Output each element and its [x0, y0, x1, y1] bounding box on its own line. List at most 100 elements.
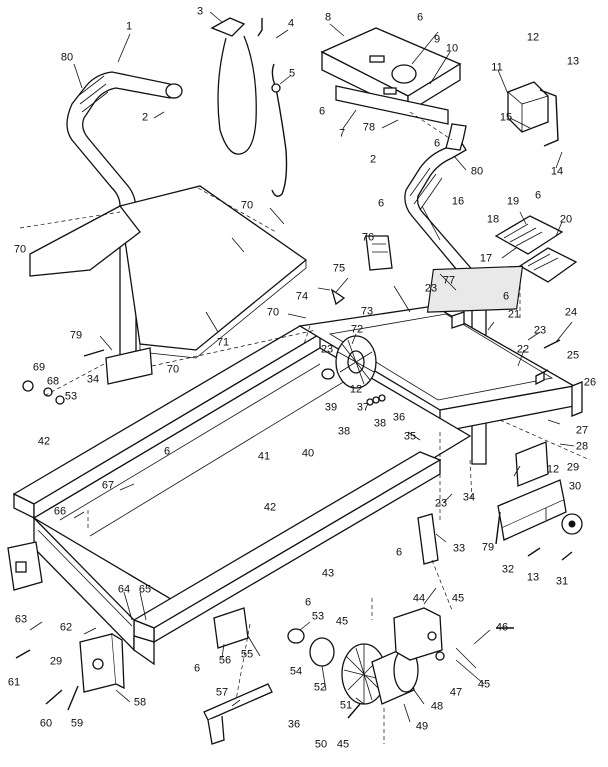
- callout-79b: 79: [481, 541, 495, 554]
- callout-34b: 34: [462, 491, 476, 504]
- callout-64: 64: [117, 583, 131, 596]
- leader-lines: [43, 111, 591, 744]
- callout-6c: 6: [433, 137, 441, 150]
- callout-71: 71: [216, 336, 230, 349]
- callout-45a: 45: [451, 592, 465, 605]
- callout-23d: 23: [434, 497, 448, 510]
- callout-1: 1: [125, 20, 133, 33]
- console: [320, 27, 462, 125]
- callout-47: 47: [449, 686, 463, 699]
- callout-23a: 23: [424, 282, 438, 295]
- callout-78: 78: [362, 121, 376, 134]
- callout-34a: 34: [86, 373, 100, 386]
- callout-pointers: [29, 11, 575, 723]
- callout-77: 77: [442, 274, 456, 287]
- callout-6d: 6: [377, 197, 385, 210]
- callout-3: 3: [196, 5, 204, 18]
- callout-68: 68: [46, 375, 60, 388]
- callout-10: 10: [445, 42, 459, 55]
- callout-80b: 80: [470, 165, 484, 178]
- drive-motor: [341, 607, 445, 705]
- callout-27: 27: [575, 424, 589, 437]
- callout-41: 41: [257, 450, 271, 463]
- callout-24: 24: [564, 306, 578, 319]
- callout-74: 74: [295, 290, 309, 303]
- callout-11: 11: [491, 61, 503, 74]
- callout-19: 19: [506, 195, 520, 208]
- callout-6b: 6: [318, 105, 326, 118]
- callout-52: 52: [313, 681, 327, 694]
- callout-38a: 38: [337, 425, 351, 438]
- callout-70a: 70: [240, 199, 254, 212]
- rear-foot: [497, 441, 583, 541]
- callout-45c: 45: [477, 678, 491, 691]
- callout-6j: 6: [193, 662, 201, 675]
- callout-75: 75: [332, 262, 346, 275]
- fasteners: [15, 288, 583, 719]
- boards: [494, 215, 578, 283]
- callout-42b: 42: [263, 501, 277, 514]
- end-caps: [7, 541, 125, 693]
- callout-6h: 6: [395, 546, 403, 559]
- callout-33: 33: [452, 542, 466, 555]
- callout-45d: 45: [336, 738, 350, 751]
- callout-65: 65: [138, 583, 152, 596]
- callout-56: 56: [218, 654, 232, 667]
- callout-6e: 6: [534, 189, 542, 202]
- callout-26: 26: [583, 376, 597, 389]
- callout-42a: 42: [37, 435, 51, 448]
- callout-46: 46: [495, 621, 509, 634]
- callout-39: 39: [324, 401, 338, 414]
- callout-36a: 36: [392, 411, 406, 424]
- callout-70d: 70: [166, 363, 180, 376]
- callout-23b: 23: [533, 324, 547, 337]
- callout-54: 54: [289, 665, 303, 678]
- callout-21: 21: [507, 308, 521, 321]
- callout-28: 28: [575, 440, 589, 453]
- callout-16: 16: [451, 195, 465, 208]
- callout-12b: 12: [349, 383, 363, 396]
- callout-67: 67: [101, 479, 115, 492]
- callout-43: 43: [321, 567, 335, 580]
- callout-20: 20: [559, 213, 573, 226]
- callout-12a: 12: [526, 31, 540, 44]
- callout-55: 55: [240, 648, 254, 661]
- callout-5: 5: [288, 67, 296, 80]
- callout-32: 32: [501, 563, 515, 576]
- callout-66: 66: [53, 505, 67, 518]
- callout-76: 76: [361, 231, 375, 244]
- callout-51: 51: [339, 699, 353, 712]
- callout-70c: 70: [266, 306, 280, 319]
- callout-72: 72: [350, 323, 364, 336]
- callout-13b: 13: [526, 571, 540, 584]
- callout-4: 4: [287, 17, 295, 30]
- callout-48: 48: [430, 700, 444, 713]
- roller-parts: [203, 607, 335, 745]
- callout-23c: 23: [320, 343, 334, 356]
- callout-35: 35: [403, 430, 417, 443]
- callout-69: 69: [32, 361, 46, 374]
- callout-70b: 70: [13, 243, 27, 256]
- callout-37: 37: [356, 401, 370, 414]
- callout-6g: 6: [163, 445, 171, 458]
- callout-12c: 12: [546, 463, 560, 476]
- deck-cover: [19, 185, 308, 359]
- callout-73: 73: [360, 305, 374, 318]
- callout-57: 57: [215, 686, 229, 699]
- callout-61: 61: [7, 676, 21, 689]
- callout-25: 25: [566, 349, 580, 362]
- bracket-76: [365, 235, 393, 271]
- callout-40: 40: [301, 447, 315, 460]
- callout-2a: 2: [141, 111, 149, 124]
- callout-18: 18: [486, 213, 500, 226]
- treadmill-frame: [12, 265, 576, 666]
- callout-59: 59: [70, 717, 84, 730]
- callout-58: 58: [133, 696, 147, 709]
- tether-loop: [210, 17, 288, 197]
- callout-9: 9: [433, 33, 441, 46]
- callout-17: 17: [479, 252, 493, 265]
- flywheel: [321, 335, 377, 389]
- callout-2b: 2: [369, 153, 377, 166]
- callout-22: 22: [516, 343, 530, 356]
